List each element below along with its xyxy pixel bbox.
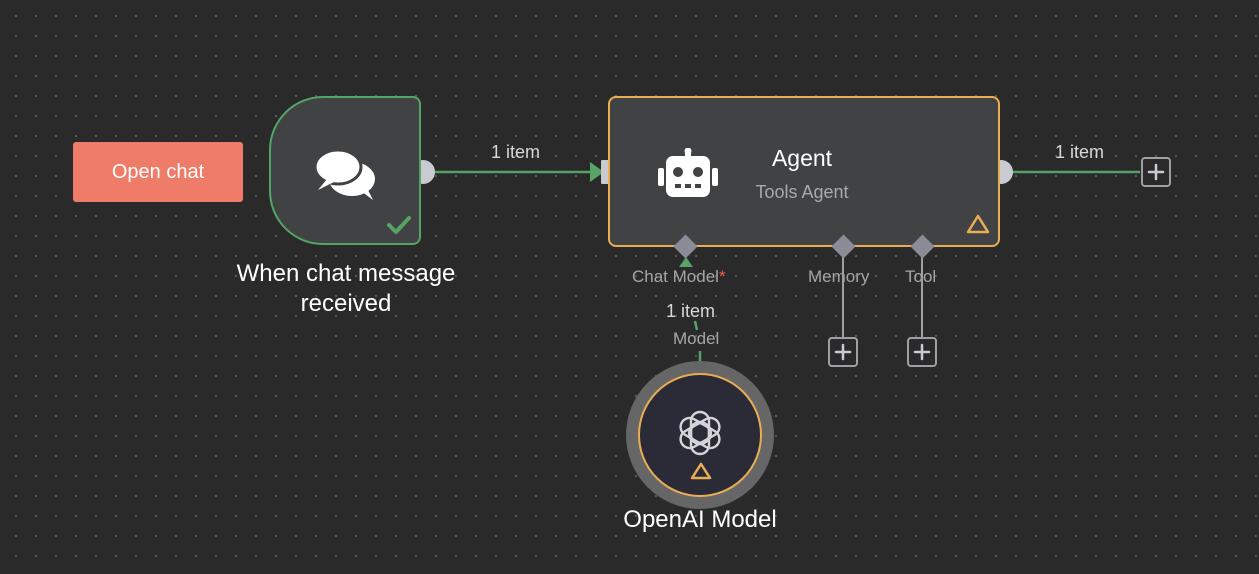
chat-model-label-text: Chat Model — [632, 267, 719, 286]
required-marker: * — [718, 267, 726, 286]
connection-model-to-agent-mid[interactable] — [693, 320, 699, 331]
tool-handle[interactable] — [910, 234, 935, 259]
plus-icon — [913, 343, 931, 361]
openai-logo-icon — [679, 410, 721, 456]
memory-handle[interactable] — [831, 234, 856, 259]
trigger-to-agent-item-count: 1 item — [491, 142, 541, 162]
agent-title: Agent — [771, 145, 833, 171]
add-memory-button[interactable] — [828, 337, 858, 367]
plus-icon — [1147, 163, 1165, 181]
chat-model-handle[interactable] — [673, 234, 698, 259]
model-output-label: Model — [673, 329, 720, 348]
tool-handle-label: Tool — [905, 267, 937, 286]
connection-arrowhead — [590, 162, 604, 182]
model-connection-item-count: 1 item — [666, 301, 716, 321]
add-tool-button[interactable] — [907, 337, 937, 367]
chat-trigger-node[interactable] — [269, 96, 421, 245]
agent-output-item-count: 1 item — [1055, 142, 1105, 162]
openai-model-node[interactable] — [638, 373, 762, 497]
chat-bubbles-icon — [313, 148, 375, 200]
trigger-node-name: When chat message received — [196, 259, 496, 319]
robot-icon — [658, 148, 718, 197]
agent-output-add-button[interactable] — [1141, 157, 1171, 187]
trigger-name-line2: received — [300, 290, 392, 317]
openai-node-name: OpenAI Model — [623, 506, 777, 533]
trigger-name-line1: When chat message — [236, 260, 456, 287]
agent-subtitle: Tools Agent — [755, 182, 849, 202]
warning-icon — [966, 214, 990, 234]
chat-model-handle-label: Chat Model* — [632, 267, 726, 287]
plus-icon — [834, 343, 852, 361]
open-chat-button[interactable]: Open chat — [73, 142, 243, 202]
agent-node[interactable]: Agent Tools Agent — [608, 96, 1000, 247]
connection-model-arrowhead — [679, 257, 693, 267]
success-check-icon — [387, 216, 411, 234]
memory-handle-label: Memory — [808, 267, 870, 286]
warning-icon — [690, 462, 712, 480]
